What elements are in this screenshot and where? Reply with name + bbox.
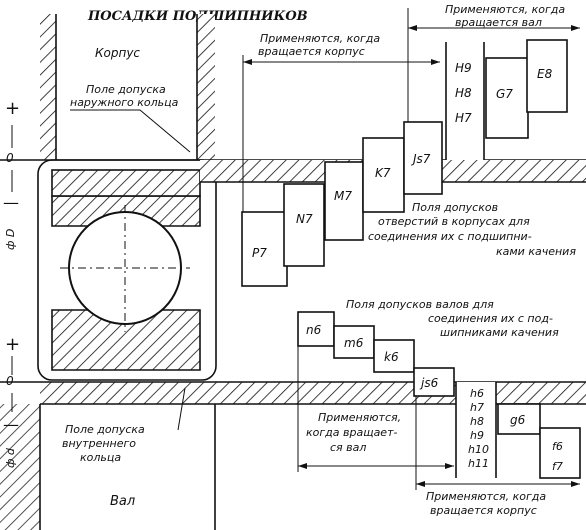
shaft-rotates-bottom-3: ся вал: [330, 441, 366, 454]
housing: Корпус: [40, 14, 215, 160]
fit-Js7-label: Js7: [411, 152, 431, 166]
fit-h9-label: h9: [470, 429, 484, 442]
inner-ring-zone-label-2: внутреннего: [62, 437, 136, 450]
fit-k6-box: [373, 339, 415, 373]
fit-E8-label: E8: [537, 67, 553, 81]
plus-sign-lower: +: [5, 334, 20, 355]
shaft-rotates-top-1: Применяются, когда: [445, 3, 565, 16]
fit-m6-box: [333, 325, 375, 359]
shaft-tolerance-band: [40, 382, 586, 404]
outer-ring-zone-label-2: наружного кольца: [70, 96, 179, 109]
zero-label-upper: 0: [6, 151, 14, 165]
diameter-axis-D: + 0 — ф D: [3, 98, 20, 250]
hole-fields-label-3: соединения их с подшипни-: [368, 230, 532, 243]
fit-f-box: [539, 427, 581, 479]
zero-label-lower: 0: [6, 374, 14, 388]
fit-h7-label: h7: [470, 401, 484, 414]
fit-h10-label: h10: [468, 443, 489, 456]
housing-label: Корпус: [95, 46, 140, 60]
bearing: [37, 159, 217, 381]
diameter-D-label: ф D: [4, 229, 17, 250]
hole-fields-label-4: ками качения: [496, 245, 576, 258]
inner-ring-zone-label-3: кольца: [80, 451, 121, 464]
hole-fits: P7 N7 M7 K7 Js7 H9 H8 H7 G7 E8: [241, 39, 568, 287]
fit-h11-label: h11: [468, 457, 489, 470]
shaft-fields-label-1: Поля допусков валов для: [346, 298, 494, 311]
inner-ring-leader: [177, 387, 186, 431]
fit-K7-label: K7: [375, 166, 391, 180]
housing-rotates-bottom-2: вращается корпус: [430, 504, 537, 517]
fit-h8-label: h8: [470, 415, 484, 428]
hole-fields-label-2: отверстий в корпусах для: [378, 215, 530, 228]
shaft-rotates-top-2: вращается вал: [455, 16, 542, 29]
fit-G7-box: [485, 57, 529, 139]
housing-rotates-top-1: Применяются, когда: [260, 32, 380, 45]
fit-g6-label: g6: [510, 413, 526, 427]
fit-H9-label: H9: [455, 61, 472, 75]
housing-rotates-bottom-1: Применяются, когда: [426, 490, 546, 503]
housing-rotates-top-2: вращается корпус: [258, 45, 365, 58]
fit-G7-label: G7: [496, 87, 513, 101]
shaft-fields-label-3: шипниками качения: [440, 326, 559, 339]
fit-P7-label: P7: [252, 246, 267, 260]
shaft-fits: n6 m6 k6 js6 h6 h7 h8 h9 h10 h11 g6 f6 f…: [297, 311, 581, 479]
shaft-rotates-bottom-1: Применяются,: [318, 411, 401, 424]
fit-M7-label: M7: [334, 189, 352, 203]
fit-N7-box: [283, 183, 325, 267]
fit-k6-label: k6: [384, 350, 399, 364]
fit-Js7-box: [403, 121, 443, 195]
plus-sign-upper: +: [5, 98, 20, 119]
fit-m6-label: m6: [344, 336, 364, 350]
minus-sign-upper: —: [3, 193, 19, 212]
diameter-axis-d: + 0 — ф d: [3, 334, 20, 468]
minus-sign-lower: —: [3, 415, 19, 434]
diameter-d-label: ф d: [4, 447, 17, 468]
fit-g6-box: [497, 403, 541, 435]
fit-P7-box: [241, 211, 288, 287]
fit-H8-label: H8: [455, 86, 472, 100]
fit-N7-label: N7: [296, 212, 313, 226]
fit-f6-label: f6: [552, 440, 563, 453]
fit-f7-label: f7: [552, 460, 563, 473]
fit-js6-box: [413, 367, 455, 397]
fit-js6-label: js6: [419, 376, 439, 390]
shaft-label: Вал: [110, 494, 135, 509]
shaft: Вал: [0, 404, 216, 530]
shaft-fields-label-2: соединения их с под-: [428, 312, 553, 325]
fit-M7-box: [324, 161, 364, 241]
shaft-rotates-bottom-2: когда вращает-: [306, 426, 397, 439]
outer-ring-zone-label-1: Поле допуска: [86, 83, 166, 96]
outer-ring-leader: [70, 109, 191, 153]
fit-E8-box: [526, 39, 568, 113]
inner-ring-zone-label-1: Поле допуска: [65, 423, 145, 436]
fit-H7-label: H7: [455, 111, 472, 125]
fit-h6-label: h6: [470, 387, 484, 400]
fit-n6-label: n6: [306, 323, 322, 337]
hole-fields-label-1: Поля допусков: [412, 201, 498, 214]
